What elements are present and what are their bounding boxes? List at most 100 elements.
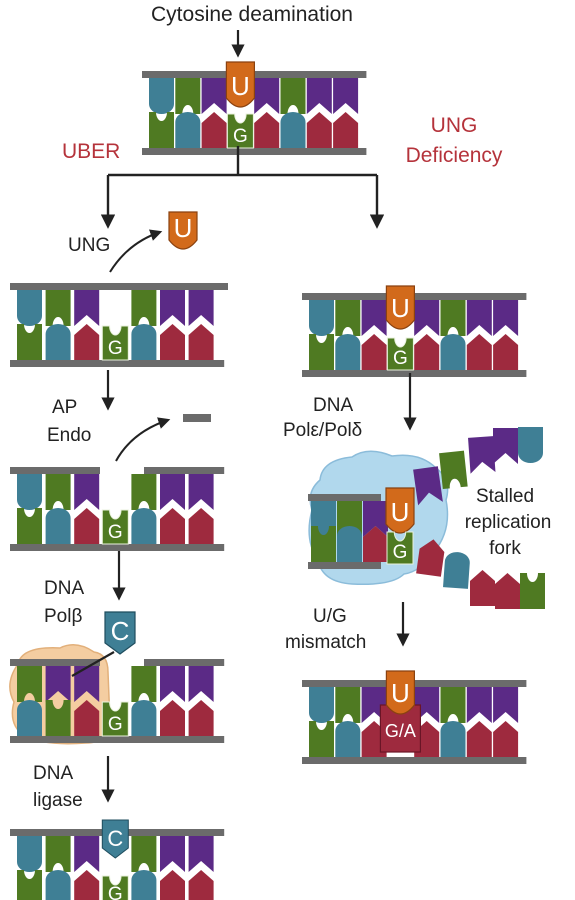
uber-label: UBER [62,140,120,163]
uracil-base [385,285,415,330]
dna-mismatch: G/AU [302,670,527,764]
bottom-base-crimson [74,700,100,736]
pole-label-line2: Polε/Polδ [283,420,362,441]
top-base-green [335,300,361,336]
bottom-backbone [10,544,225,551]
bottom-base-crimson [74,324,100,360]
bottom-base-crimson [201,112,227,148]
backbone-excision-arrow [115,417,171,462]
dna-after-ung: G [10,283,228,367]
top-base-purple [160,290,185,326]
fork-bottom-base-green [311,526,336,562]
pol-beta-label-line2: Polβ [44,606,82,627]
ap-endo-label-line1: AP [52,397,77,418]
top-base-green [175,78,201,114]
bottom-backbone [10,736,225,743]
ligase-label-line2: ligase [33,790,83,811]
bottom-base-crimson [160,324,185,360]
bottom-base-crimson [160,508,185,544]
bottom-base-teal [131,324,157,360]
top-base-purple [306,78,332,114]
top-base-green [45,836,71,872]
guanine-base [386,337,414,371]
pol-beta-label-line1: DNA [44,578,84,599]
loose-top-base-purple [493,428,518,464]
ap-endo-label-line2: Endo [47,425,91,446]
cytosine-letter: C [107,826,123,851]
top-base-green [440,687,466,723]
top-base-purple [45,666,71,702]
uracil-base-letter: U [391,678,410,708]
top-base-purple [466,300,492,336]
bottom-base-green [17,508,42,544]
fork-top-backbone [308,494,381,501]
top-base-purple [493,687,519,723]
top-base-teal [309,687,334,723]
guanine-base [101,325,129,361]
loose-bottom-base-teal [443,552,470,589]
bottom-base-green [17,324,42,360]
bottom-base-crimson [361,334,387,370]
guanine-base-letter: G [108,884,123,900]
guanine-base [226,113,254,149]
top-base-green [17,666,42,702]
uracil-base-letter: U [231,71,250,101]
guanine-base [386,531,414,565]
incoming-cytosine: C [104,611,136,655]
bottom-backbone [10,360,225,367]
loose-bottom-base-crimson [470,570,495,606]
bottom-base-green [309,334,334,370]
cytosine-base [101,819,129,859]
top-base-purple [74,836,100,872]
top-base-teal [17,836,42,872]
bottom-base-teal [45,324,71,360]
bottom-base-crimson [414,334,440,370]
pole-label-line1: DNA [313,395,353,416]
abasic-sugar [102,283,113,290]
pol-beta-connector [71,651,115,677]
bottom-base-crimson [188,508,214,544]
excised-backbone-fragment [183,414,211,422]
bottom-base-teal [131,870,157,900]
guanine-base-letter: G [393,348,408,369]
bottom-base-teal [17,700,42,736]
loose-bottom-base-crimson [416,539,445,577]
loose-top-base-purple [468,436,496,474]
top-base-green [45,290,71,326]
bottom-base-teal [440,721,466,757]
top-base-green [131,290,157,326]
uracil-base-letter: U [391,497,410,527]
top-base-teal [149,78,174,115]
bottom-base-crimson [493,721,519,757]
top-base-purple [254,78,280,114]
fork-label-line1: Stalled [476,486,534,507]
free-uracil-letter: U [174,213,193,243]
bottom-base-green [309,721,334,757]
bottom-base-teal [335,334,361,370]
top-base-teal [17,290,42,326]
cytosine-letter: C [111,616,130,646]
uracil-base [225,61,255,108]
bottom-base-crimson [466,721,492,757]
bottom-base-teal [175,112,201,148]
top-base-purple [160,666,185,702]
loose-bottom-base-crimson [495,573,520,609]
excised-uracil: U [168,211,198,250]
uracil-base [385,670,415,715]
dna-pol-beta-insertion: G [10,659,225,743]
dna-unrepaired-uracil: GU [302,285,527,377]
bottom-backbone [302,370,527,377]
loose-top-base-purple [413,466,443,506]
bottom-base-teal [440,334,466,370]
stalled-replication-fork: UG [308,427,545,609]
mismatch-label-line2: mismatch [285,632,366,653]
top-base-green [440,300,466,336]
top-base-green [131,836,157,872]
bottom-base-crimson [74,870,100,900]
top-backbone [10,659,100,666]
guanine-base [101,701,129,737]
top-base-purple [414,300,440,336]
uracil-base [385,487,415,534]
bottom-base-crimson [254,112,280,148]
